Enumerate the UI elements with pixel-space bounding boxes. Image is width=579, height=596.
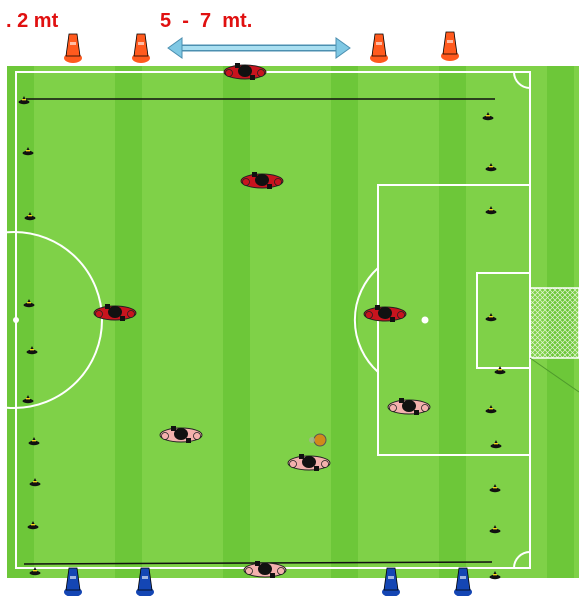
- pitch: [0, 66, 579, 578]
- training-cone-icon: [132, 34, 150, 63]
- pitch-grass: [7, 66, 579, 578]
- center-spot: [13, 317, 19, 323]
- player-red-icon: [224, 63, 266, 80]
- penalty-spot: [422, 317, 429, 324]
- double-arrow-icon: [168, 38, 350, 58]
- training-cone-icon: [441, 32, 459, 61]
- training-cone-icon: [64, 34, 82, 63]
- training-cone-icon: [370, 34, 388, 63]
